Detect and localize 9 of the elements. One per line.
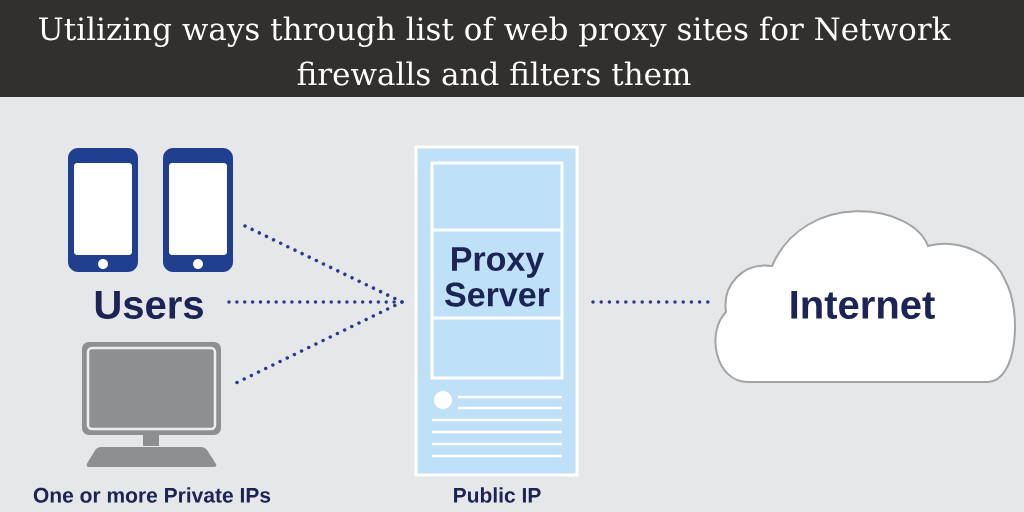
text-label: Users xyxy=(95,291,203,319)
dotted-line xyxy=(227,300,404,304)
title-bar: Utilizing ways through list of web proxy sites for Network firewalls and filters them xyxy=(0,0,1024,97)
server-box: Proxy Server xyxy=(414,145,579,477)
computer-drawing xyxy=(82,342,221,467)
dotted-line xyxy=(591,300,710,304)
node-label: One or more Private IPs xyxy=(33,487,271,503)
node-label: Public IP xyxy=(454,487,541,503)
phones-drawing xyxy=(68,148,233,272)
